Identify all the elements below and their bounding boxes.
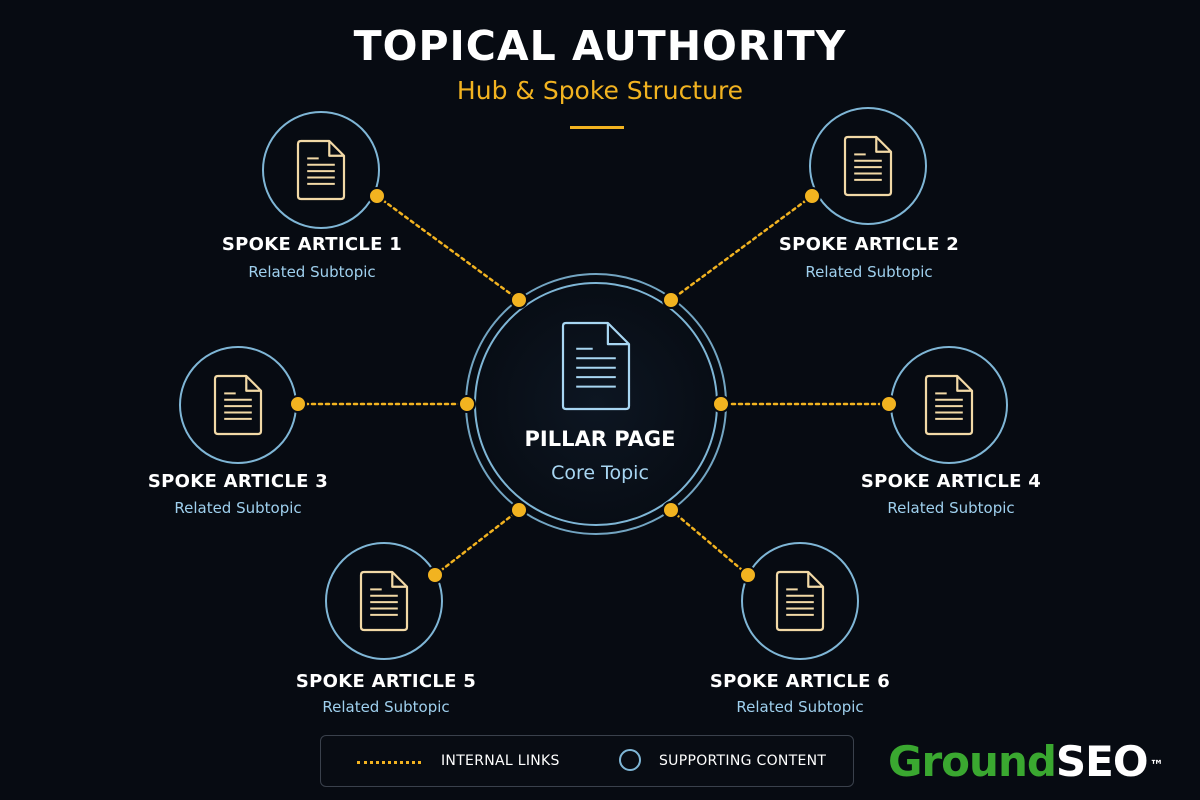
spoke-6-title: SPOKE ARTICLE 6 bbox=[709, 671, 891, 692]
spoke-1-title: SPOKE ARTICLE 1 bbox=[221, 234, 403, 255]
link-dot-hub-4 bbox=[712, 395, 730, 413]
document-icon bbox=[561, 321, 631, 411]
document-icon bbox=[359, 570, 409, 632]
spoke-node-5 bbox=[325, 542, 443, 660]
pillar-title: PILLAR PAGE bbox=[524, 427, 676, 451]
spoke-circle-4 bbox=[890, 346, 1008, 464]
pillar-document-icon bbox=[561, 321, 631, 411]
link-endpoints bbox=[289, 187, 898, 584]
link-dot-outer-1 bbox=[368, 187, 386, 205]
link-dot-hub-5 bbox=[510, 501, 528, 519]
brand-trademark: ™ bbox=[1149, 758, 1164, 774]
link-line-6 bbox=[669, 508, 750, 577]
link-dot-hub-3 bbox=[458, 395, 476, 413]
link-line-2 bbox=[669, 194, 814, 302]
spoke-circle-5 bbox=[325, 542, 443, 660]
spoke-4-title: SPOKE ARTICLE 4 bbox=[860, 471, 1042, 492]
page-title: TOPICAL AUTHORITY bbox=[353, 22, 847, 70]
title-underline bbox=[570, 126, 624, 129]
internal-links bbox=[296, 194, 891, 577]
spoke-circle-3 bbox=[179, 346, 297, 464]
link-dot-outer-3 bbox=[289, 395, 307, 413]
spoke-nodes bbox=[179, 107, 1008, 660]
link-dot-hub-1 bbox=[510, 291, 528, 309]
document-icon bbox=[213, 374, 263, 436]
link-line-1 bbox=[375, 194, 521, 302]
spoke-1-subtitle: Related Subtopic bbox=[248, 263, 376, 281]
brand-name-seo: SEO bbox=[1055, 737, 1149, 786]
pillar-subtitle: Core Topic bbox=[551, 462, 649, 484]
spoke-circle-2 bbox=[809, 107, 927, 225]
document-icon bbox=[924, 374, 974, 436]
spoke-node-3 bbox=[179, 346, 297, 464]
spoke-4-subtitle: Related Subtopic bbox=[887, 499, 1015, 517]
link-line-5 bbox=[433, 508, 521, 577]
link-dot-outer-5 bbox=[426, 566, 444, 584]
spoke-circle-6 bbox=[741, 542, 859, 660]
spoke-circle-1 bbox=[262, 111, 380, 229]
circle-icon bbox=[619, 749, 641, 771]
spoke-6-subtitle: Related Subtopic bbox=[736, 698, 864, 716]
link-dot-hub-2 bbox=[662, 291, 680, 309]
spoke-5-title: SPOKE ARTICLE 5 bbox=[295, 671, 477, 692]
spoke-node-6 bbox=[741, 542, 859, 660]
spoke-5-subtitle: Related Subtopic bbox=[322, 698, 450, 716]
spoke-node-2 bbox=[809, 107, 927, 225]
document-icon bbox=[843, 135, 893, 197]
brand-name-ground: Ground bbox=[888, 737, 1057, 786]
page-subtitle: Hub & Spoke Structure bbox=[456, 76, 744, 105]
spoke-node-4 bbox=[890, 346, 1008, 464]
document-icon bbox=[775, 570, 825, 632]
link-dot-outer-2 bbox=[803, 187, 821, 205]
link-dot-hub-6 bbox=[662, 501, 680, 519]
dotted-line-icon bbox=[357, 761, 421, 764]
legend-links-label: INTERNAL LINKS bbox=[441, 753, 560, 769]
spoke-3-subtitle: Related Subtopic bbox=[174, 499, 302, 517]
spoke-3-title: SPOKE ARTICLE 3 bbox=[147, 471, 329, 492]
spoke-node-1 bbox=[262, 111, 380, 229]
legend-content-label: SUPPORTING CONTENT bbox=[659, 753, 827, 769]
legend: INTERNAL LINKS SUPPORTING CONTENT bbox=[320, 735, 854, 787]
link-dot-outer-6 bbox=[739, 566, 757, 584]
spoke-2-title: SPOKE ARTICLE 2 bbox=[778, 234, 960, 255]
pillar-node bbox=[465, 273, 727, 535]
document-icon bbox=[296, 139, 346, 201]
spoke-2-subtitle: Related Subtopic bbox=[805, 263, 933, 281]
link-dot-outer-4 bbox=[880, 395, 898, 413]
